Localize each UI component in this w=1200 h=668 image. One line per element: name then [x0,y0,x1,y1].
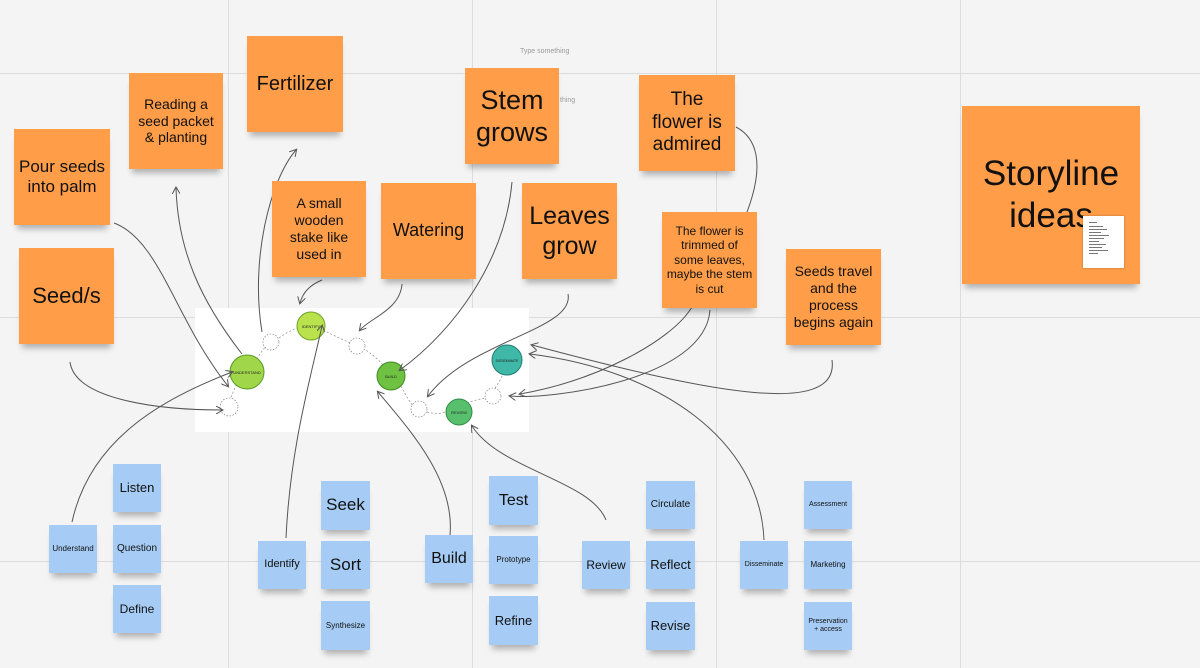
sticky-sort[interactable]: Sort [321,541,370,589]
document-thumbnail[interactable] [1083,216,1124,268]
sticky-reading-seed-packet[interactable]: Reading a seed packet & planting [129,73,223,169]
sticky-circulate[interactable]: Circulate [646,481,695,529]
sticky-leaves-grow[interactable]: Leaves grow [522,183,617,279]
ghost-text-partial[interactable]: thing [560,97,576,104]
connector [400,181,513,370]
connector [360,283,403,330]
sticky-synthesize[interactable]: Synthesize [321,601,370,650]
sticky-build[interactable]: Build [425,535,473,583]
connector [69,361,222,410]
node-build: BUILD [385,374,397,379]
sticky-seeds-travel[interactable]: Seeds travel and the process begins agai… [786,249,881,345]
connector [300,279,323,303]
connector [113,222,228,386]
sticky-refine[interactable]: Refine [489,596,538,645]
process-diagram[interactable]: UNDERSTAND IDENTIFY BUILD REVIEW DISSEMI… [195,308,529,432]
connector [285,326,322,539]
sticky-assessment[interactable]: Assessment [804,481,852,529]
sticky-listen[interactable]: Listen [113,464,161,512]
sticky-reflect[interactable]: Reflect [646,541,695,589]
sticky-seek[interactable]: Seek [321,481,370,530]
sticky-marketing[interactable]: Marketing [804,541,852,589]
sticky-test[interactable]: Test [489,476,538,525]
sticky-fertilizer[interactable]: Fertilizer [247,36,343,132]
connector [472,426,607,521]
connector [510,309,711,396]
connector [530,354,765,541]
ghost-text[interactable]: Type something [520,48,570,55]
connector [532,345,833,395]
sticky-prototype[interactable]: Prototype [489,536,538,584]
sticky-stem-grows[interactable]: Stem grows [465,68,559,164]
sticky-review[interactable]: Review [582,541,630,589]
connector [176,188,243,355]
sticky-revise[interactable]: Revise [646,602,695,650]
sticky-identify[interactable]: Identify [258,541,306,589]
connector [71,372,232,523]
node-review: REVIEW [451,410,467,415]
sticky-watering[interactable]: Watering [381,183,476,279]
sticky-understand[interactable]: Understand [49,525,97,573]
sticky-wooden-stake[interactable]: A small wooden stake like used in [272,181,366,277]
sticky-disseminate[interactable]: Disseminate [740,541,788,589]
connector [378,392,451,536]
connector [428,293,569,396]
connector [520,126,758,394]
sticky-flower-trimmed[interactable]: The flower is trimmed of some leaves, ma… [662,212,757,308]
sticky-seed[interactable]: Seed/s [19,248,114,344]
sticky-flower-admired[interactable]: The flower is admired [639,75,735,171]
node-disseminate: DISSEMINATE [496,359,519,363]
process-diagram-graphic: UNDERSTAND IDENTIFY BUILD REVIEW DISSEMI… [219,311,523,426]
sticky-pour-seeds[interactable]: Pour seeds into palm [14,129,110,225]
sticky-define[interactable]: Define [113,585,161,633]
connector [257,150,296,333]
node-understand: UNDERSTAND [233,370,261,375]
sticky-question[interactable]: Question [113,525,161,573]
sticky-preservation-access[interactable]: Preservation + access [804,602,852,650]
node-identify: IDENTIFY [302,324,321,329]
